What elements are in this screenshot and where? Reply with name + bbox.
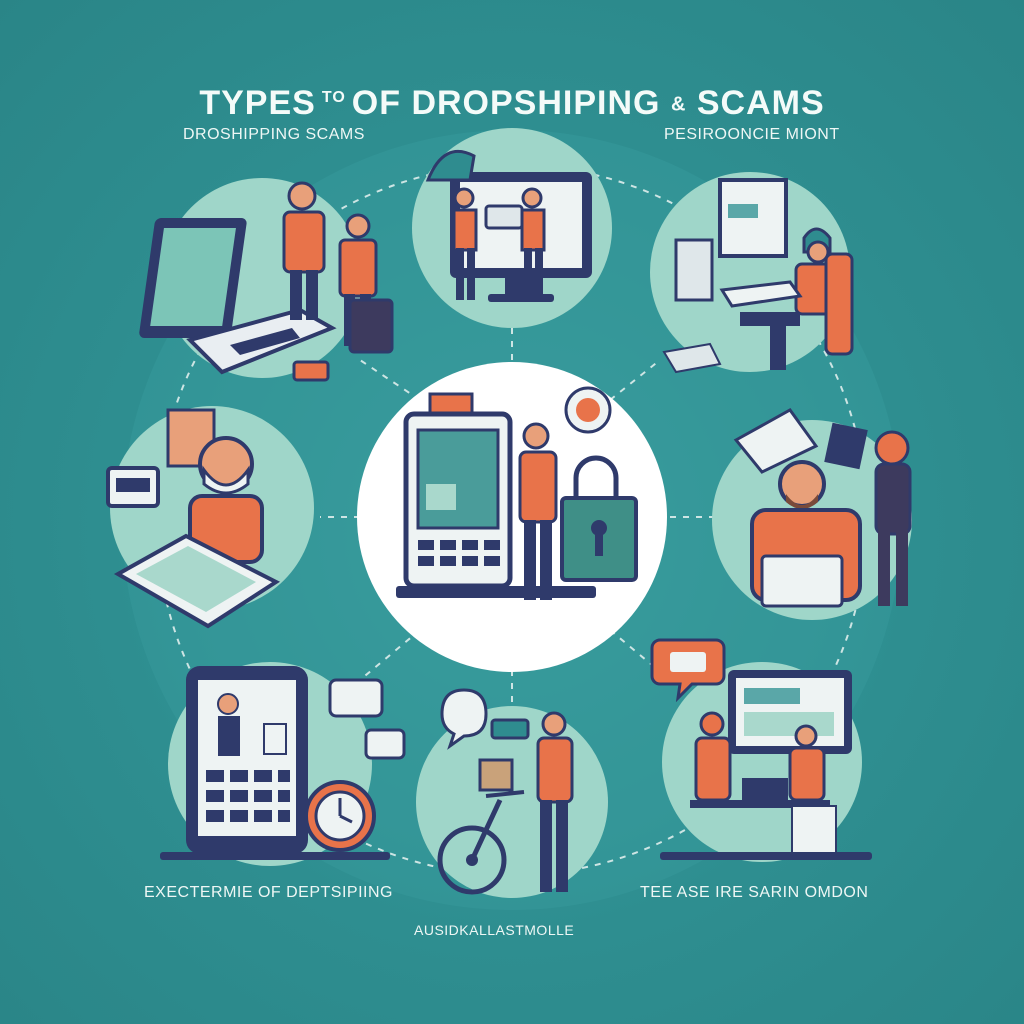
scene-reader <box>712 408 912 620</box>
caption-bottom-center: AUSIDKALLASTMOLLE <box>414 922 575 938</box>
page-title: TYPES TO OF DROPSHIPING & SCAMS <box>0 84 1024 123</box>
chat-bubble-icon <box>328 678 406 760</box>
caption-bottom-right: TEE ASE IRE SARIN OMDON <box>640 884 869 901</box>
server-icon <box>718 178 788 258</box>
desktop-icon <box>728 670 852 754</box>
chat-bubble-icon <box>650 638 726 703</box>
title-part: TYPES <box>199 84 316 122</box>
scene-tablet-user <box>106 406 314 629</box>
scene-bicycle-courier <box>416 688 608 898</box>
subtitle-right: PESIROONCIE MIONT <box>664 126 840 143</box>
phone-device-icon <box>106 466 160 508</box>
padlock-icon <box>560 455 638 582</box>
title-part: OF DROPSHIPING <box>351 84 661 122</box>
tablet-icon <box>113 533 280 629</box>
scene-server-worker <box>650 172 854 374</box>
scene-kiosk-center <box>357 362 667 672</box>
scene-smartphone <box>160 662 406 866</box>
clock-icon <box>304 780 376 852</box>
title-ampersand: & <box>670 93 687 116</box>
bicycle-icon <box>437 790 525 895</box>
kiosk-icon <box>396 392 596 598</box>
smartphone-icon <box>186 666 308 854</box>
subtitle-left: DROSHIPPING SCAMS <box>183 126 365 143</box>
caption-bottom-left: EXECTERMIE OF DEPTSIPIING <box>144 884 393 901</box>
scene-desktop-workers <box>650 638 872 862</box>
laptop-icon <box>139 218 337 375</box>
scene-monitor-exchange <box>412 128 612 328</box>
title-connector: TO <box>321 88 346 106</box>
scene-laptop-team <box>139 178 394 382</box>
title-part: SCAMS <box>696 84 825 122</box>
